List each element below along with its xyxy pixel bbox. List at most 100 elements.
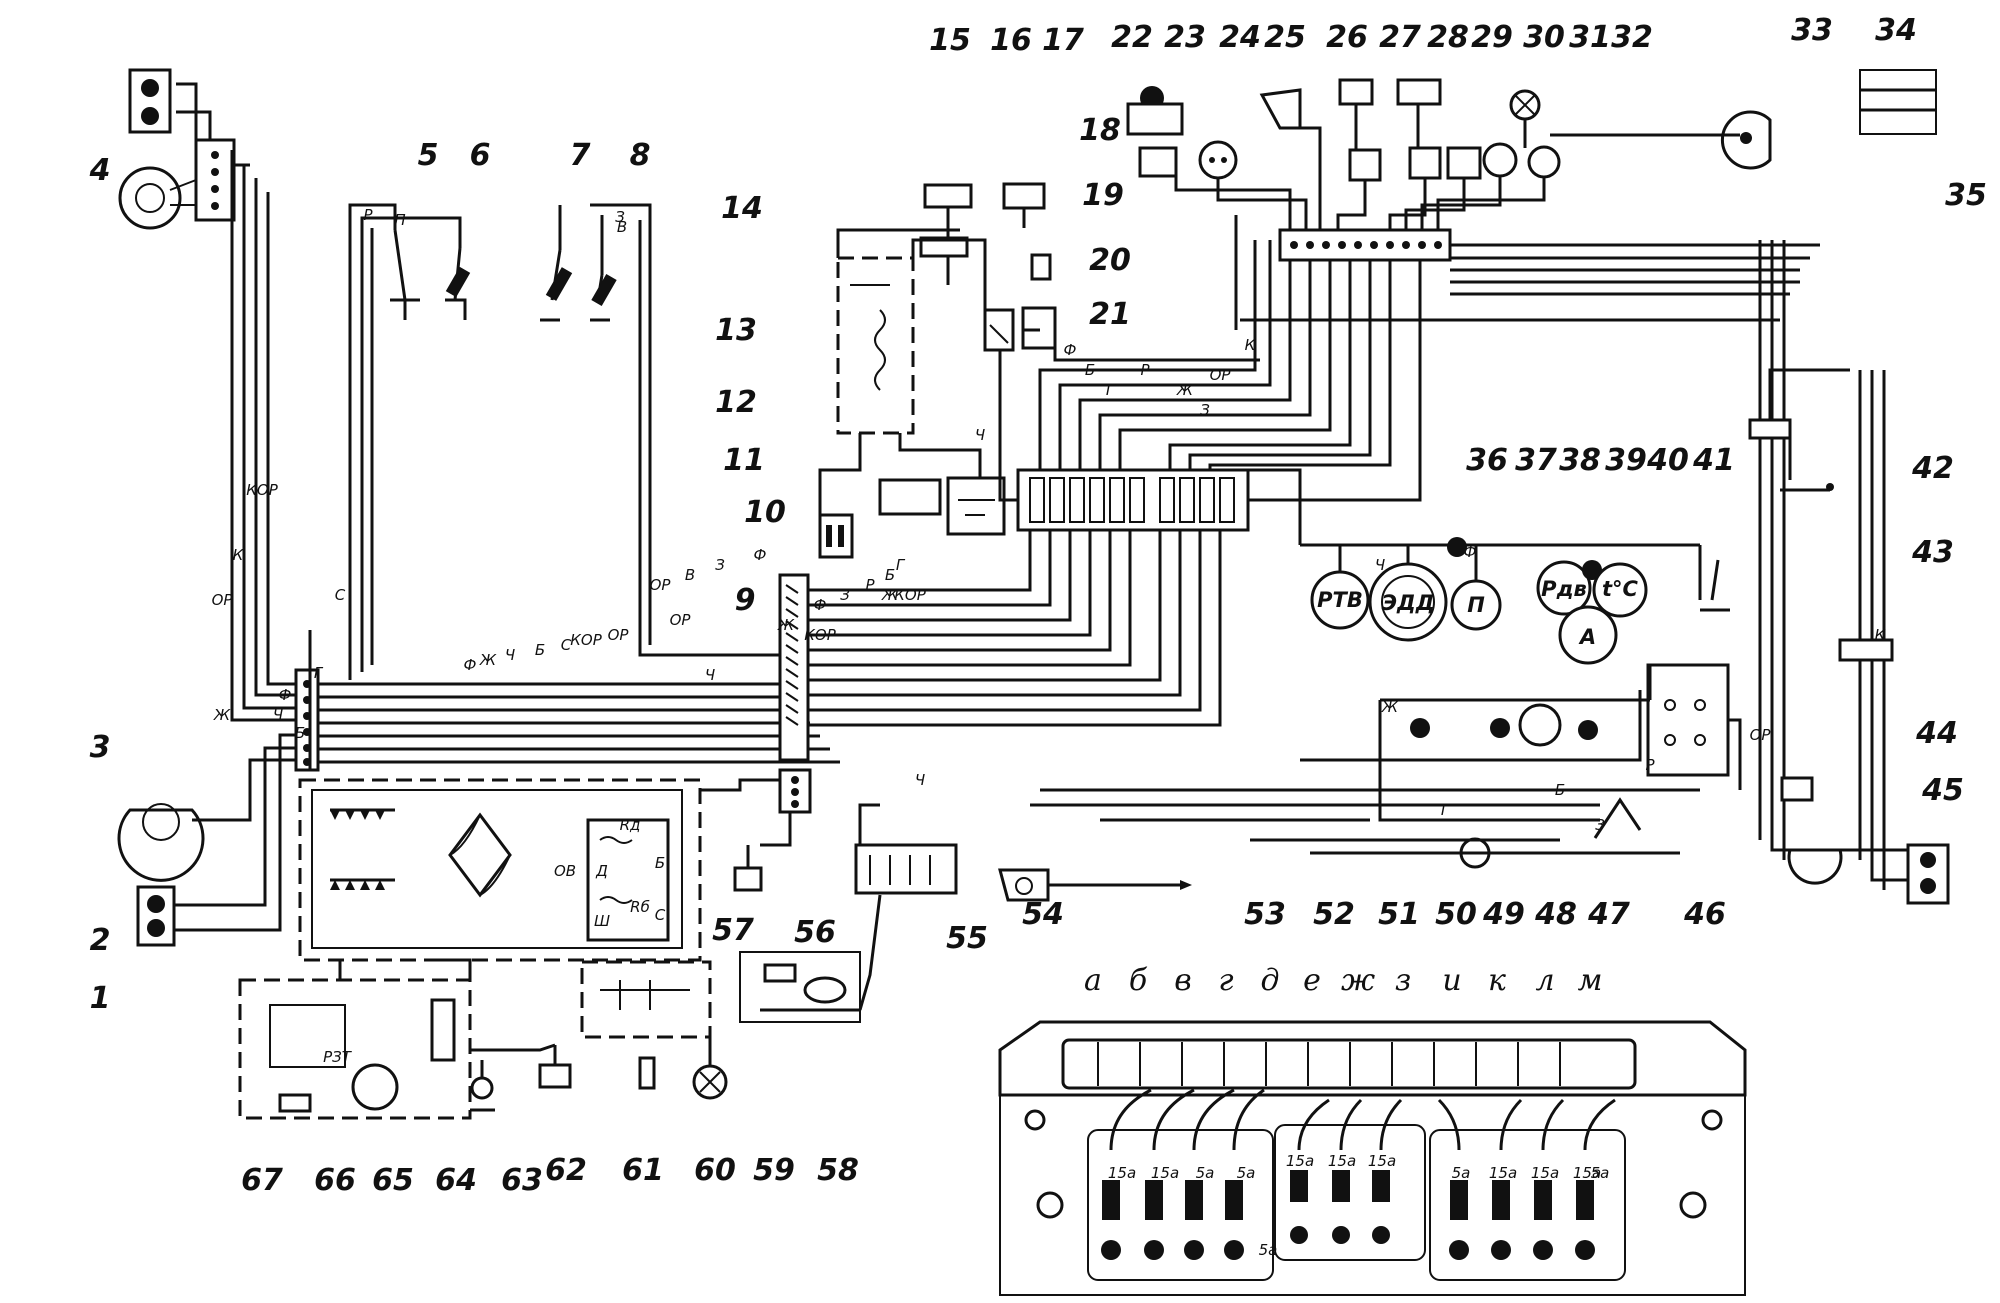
wire-label: Ж bbox=[479, 651, 497, 669]
wire-label: КОР bbox=[894, 586, 926, 604]
wire-label: Ч bbox=[975, 426, 985, 444]
callout-52: 52 bbox=[1313, 897, 1355, 932]
lamp-22 bbox=[1126, 86, 1184, 136]
callout-27: 27 bbox=[1379, 20, 1421, 55]
fuse-rating: 5а bbox=[1452, 1164, 1471, 1182]
lamp-59 bbox=[692, 1064, 728, 1100]
gauge-23 bbox=[1198, 140, 1238, 180]
wire-label: К bbox=[233, 546, 245, 564]
wire-label: Ф bbox=[1064, 341, 1077, 359]
wire-label: З bbox=[1200, 401, 1210, 419]
callout-32: 32 bbox=[1611, 20, 1653, 55]
wire-label: ОР bbox=[1750, 726, 1772, 744]
callout-25: 25 bbox=[1264, 20, 1306, 55]
switch-16 bbox=[983, 308, 1015, 352]
callout-5: 5 bbox=[418, 138, 439, 173]
switch-45 bbox=[1780, 776, 1814, 802]
relay-26 bbox=[1396, 78, 1442, 106]
fuse-rating: 15а bbox=[1368, 1152, 1396, 1170]
plug-60 bbox=[638, 1056, 656, 1090]
wire-label: Ф bbox=[464, 656, 477, 674]
wire-label: Ф bbox=[754, 546, 767, 564]
lamp-54 bbox=[998, 868, 1192, 902]
fuse-rating: 15а bbox=[1489, 1164, 1517, 1182]
relay-17 bbox=[1002, 182, 1046, 228]
fuse-column-letter: г bbox=[1218, 963, 1233, 998]
wire-label: Ж bbox=[777, 616, 795, 634]
wire-label: Ч bbox=[705, 666, 715, 684]
callout-34: 34 bbox=[1875, 13, 1917, 48]
wire-label: З bbox=[615, 208, 625, 226]
callout-67: 67 bbox=[241, 1163, 283, 1198]
wire-label: З bbox=[840, 586, 850, 604]
horn-4 bbox=[118, 166, 197, 230]
callout-23: 23 bbox=[1164, 20, 1206, 55]
wire-label: Б bbox=[885, 566, 895, 584]
fuse-panel-inset bbox=[998, 1020, 1747, 1296]
battery-55 bbox=[854, 843, 958, 895]
callout-11: 11 bbox=[723, 443, 765, 478]
wire-label: КОР bbox=[246, 481, 278, 499]
wire-label: Ж bbox=[1381, 698, 1399, 716]
callout-63: 63 bbox=[501, 1163, 543, 1198]
callout-37: 37 bbox=[1515, 443, 1557, 478]
fuse-rating: 15а bbox=[1573, 1164, 1601, 1182]
callout-40: 40 bbox=[1646, 443, 1689, 478]
relay-28 bbox=[1408, 146, 1482, 180]
generator-terminal-label: Rб bbox=[630, 898, 650, 916]
wire-label: В bbox=[685, 566, 695, 584]
callout-45: 45 bbox=[1921, 773, 1964, 808]
callout-43: 43 bbox=[1911, 535, 1954, 570]
rear-lamp-right bbox=[1787, 843, 1950, 905]
lamp-36 bbox=[1447, 537, 1467, 557]
connector-right-mid bbox=[1838, 638, 1894, 662]
generator-terminal-label: Rд bbox=[620, 816, 641, 834]
callout-14: 14 bbox=[721, 191, 763, 226]
wire-label: Ф bbox=[1464, 543, 1477, 561]
fuse-column-letter: а bbox=[1084, 963, 1102, 998]
wire-label: З bbox=[1595, 816, 1605, 834]
switch-43 bbox=[1700, 559, 1730, 612]
fuse-column-letter: б bbox=[1129, 963, 1148, 998]
callout-31: 31 bbox=[1569, 20, 1611, 55]
callout-12: 12 bbox=[715, 385, 757, 420]
callout-46: 46 bbox=[1683, 897, 1726, 932]
wire-label: Ф bbox=[279, 686, 292, 704]
callout-7: 7 bbox=[570, 138, 591, 173]
wire-label: ОР bbox=[670, 611, 692, 629]
callout-3: 3 bbox=[90, 730, 111, 765]
lamp-47 bbox=[1578, 720, 1598, 740]
switch-5 bbox=[390, 229, 420, 320]
gauge-label: t°С bbox=[1602, 577, 1639, 601]
callout-33: 33 bbox=[1791, 13, 1833, 48]
callout-29: 29 bbox=[1471, 20, 1513, 55]
switch-15 bbox=[919, 183, 973, 285]
horn-33 bbox=[1720, 110, 1772, 170]
callout-1: 1 bbox=[90, 981, 111, 1016]
callout-16: 16 bbox=[990, 23, 1032, 58]
switch-24 bbox=[1259, 88, 1302, 130]
wire-label: Б bbox=[1085, 361, 1095, 379]
rear-lamp-34 bbox=[1859, 69, 1937, 135]
fuse-rating: 15а bbox=[1328, 1152, 1356, 1170]
callout-6: 6 bbox=[470, 138, 491, 173]
fuse-rating: 15а bbox=[1286, 1152, 1314, 1170]
connector-right-upper bbox=[1748, 418, 1792, 440]
wire-label: Г bbox=[896, 556, 906, 574]
wire-label: В bbox=[617, 218, 627, 236]
wire-label: Б bbox=[295, 724, 305, 742]
wire-label: Г bbox=[1106, 381, 1116, 399]
gauge-label: ЭДД bbox=[1382, 591, 1435, 615]
switch-19 bbox=[1030, 253, 1052, 281]
generator-terminal-label: Д bbox=[595, 862, 608, 880]
relay-label: РЗТ bbox=[323, 1048, 353, 1066]
callout-18: 18 bbox=[1079, 113, 1121, 148]
relay-regulator-66 bbox=[238, 978, 472, 1120]
wire-label: КОР bbox=[570, 631, 602, 649]
fuse-column-letter: е bbox=[1303, 963, 1321, 998]
gauge-rdv-38 bbox=[1536, 560, 1592, 616]
wire-label: Ч bbox=[273, 706, 283, 724]
